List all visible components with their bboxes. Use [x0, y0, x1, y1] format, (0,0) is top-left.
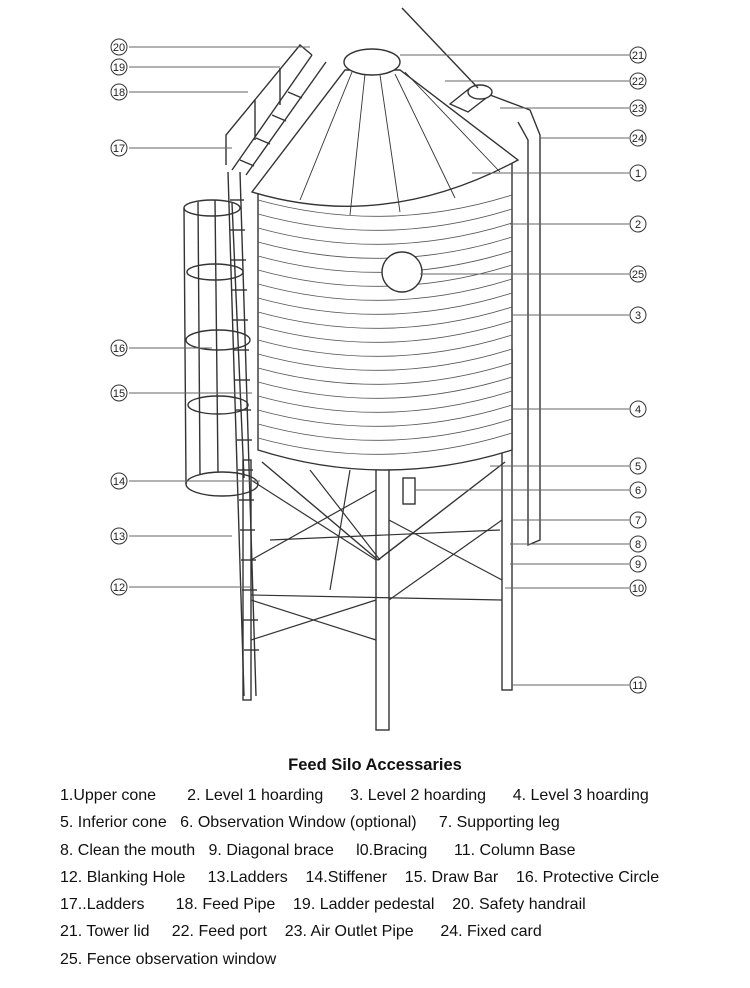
ladder: [227, 54, 327, 697]
svg-text:1: 1: [635, 168, 641, 180]
svg-text:22: 22: [632, 76, 644, 88]
callout-16: 16: [110, 339, 128, 357]
callout-14: 14: [110, 472, 128, 490]
callout-6: 6: [629, 481, 647, 499]
callout-23: 23: [629, 99, 647, 117]
svg-text:12: 12: [113, 582, 125, 594]
tower-lid: [343, 48, 401, 76]
svg-text:7: 7: [635, 515, 641, 527]
callout-7: 7: [629, 511, 647, 529]
svg-text:11: 11: [632, 680, 643, 692]
legend: 1.Upper cone 2. Level 1 hoarding 3. Leve…: [60, 784, 740, 975]
svg-text:6: 6: [635, 485, 641, 497]
silo-diagram: 20 19 18 17 16 15 14 13 12 21 22 23 24 1…: [110, 7, 647, 731]
legend-line: 12. Blanking Hole 13.Ladders 14.Stiffene…: [60, 868, 660, 886]
svg-text:25: 25: [632, 269, 644, 281]
callout-1: 1: [629, 164, 647, 182]
svg-text:17: 17: [113, 143, 125, 155]
callout-12: 12: [110, 578, 128, 596]
callout-5: 5: [629, 457, 647, 475]
svg-text:10: 10: [632, 583, 644, 595]
legend-line: 5. Inferior cone 6. Observation Window (…: [60, 814, 560, 832]
svg-text:4: 4: [635, 404, 641, 416]
legend-line: 1.Upper cone 2. Level 1 hoarding 3. Leve…: [60, 787, 649, 804]
svg-text:2: 2: [635, 219, 641, 231]
callout-11: 11: [629, 676, 647, 694]
callout-2: 2: [629, 215, 647, 233]
upper-cone: [250, 69, 520, 216]
callout-21: 21: [629, 46, 647, 64]
svg-text:5: 5: [635, 461, 641, 473]
bracing: [250, 469, 503, 641]
svg-text:23: 23: [632, 103, 644, 115]
silo-body: [257, 160, 513, 471]
feed-port: [448, 84, 493, 113]
safety-handrail: [225, 44, 313, 165]
svg-text:19: 19: [113, 62, 125, 74]
callout-22: 22: [629, 72, 647, 90]
svg-text:21: 21: [632, 50, 644, 62]
svg-text:18: 18: [113, 87, 125, 99]
legend-line: 21. Tower lid 22. Feed port 23. Air Outl…: [60, 923, 542, 941]
svg-text:14: 14: [113, 476, 125, 488]
callout-20: 20: [110, 38, 128, 56]
callout-17: 17: [110, 139, 128, 157]
callout-10: 10: [629, 579, 647, 597]
fence-observation-window: [381, 251, 423, 293]
svg-text:8: 8: [635, 539, 641, 551]
leader-lines: [129, 46, 629, 686]
svg-text:9: 9: [635, 559, 641, 571]
svg-text:3: 3: [635, 310, 641, 322]
callout-13: 13: [110, 527, 128, 545]
observation-window: [402, 477, 416, 505]
callout-19: 19: [110, 58, 128, 76]
callout-24: 24: [629, 129, 647, 147]
callout-8: 8: [629, 535, 647, 553]
svg-text:16: 16: [113, 343, 125, 355]
legend-line: 8. Clean the mouth 9. Diagonal brace l0.…: [60, 841, 576, 859]
protective-cage: [183, 199, 259, 497]
feed-pipe: [401, 7, 479, 89]
callout-18: 18: [110, 83, 128, 101]
callout-15: 15: [110, 384, 128, 402]
svg-text:24: 24: [632, 133, 644, 145]
callout-3: 3: [629, 306, 647, 324]
svg-text:20: 20: [113, 42, 125, 54]
callout-9: 9: [629, 555, 647, 573]
air-outlet-pipe: [489, 94, 541, 547]
legend-line: 25. Fence observation window: [60, 950, 277, 968]
callout-25: 25: [629, 265, 647, 283]
inferior-cone: [261, 461, 506, 561]
diagram-caption: Feed Silo Accessaries: [288, 756, 462, 774]
legend-line: 17..Ladders 18. Feed Pipe 19. Ladder ped…: [60, 896, 586, 914]
callout-4: 4: [629, 400, 647, 418]
svg-text:13: 13: [113, 531, 125, 543]
svg-text:15: 15: [113, 388, 125, 400]
